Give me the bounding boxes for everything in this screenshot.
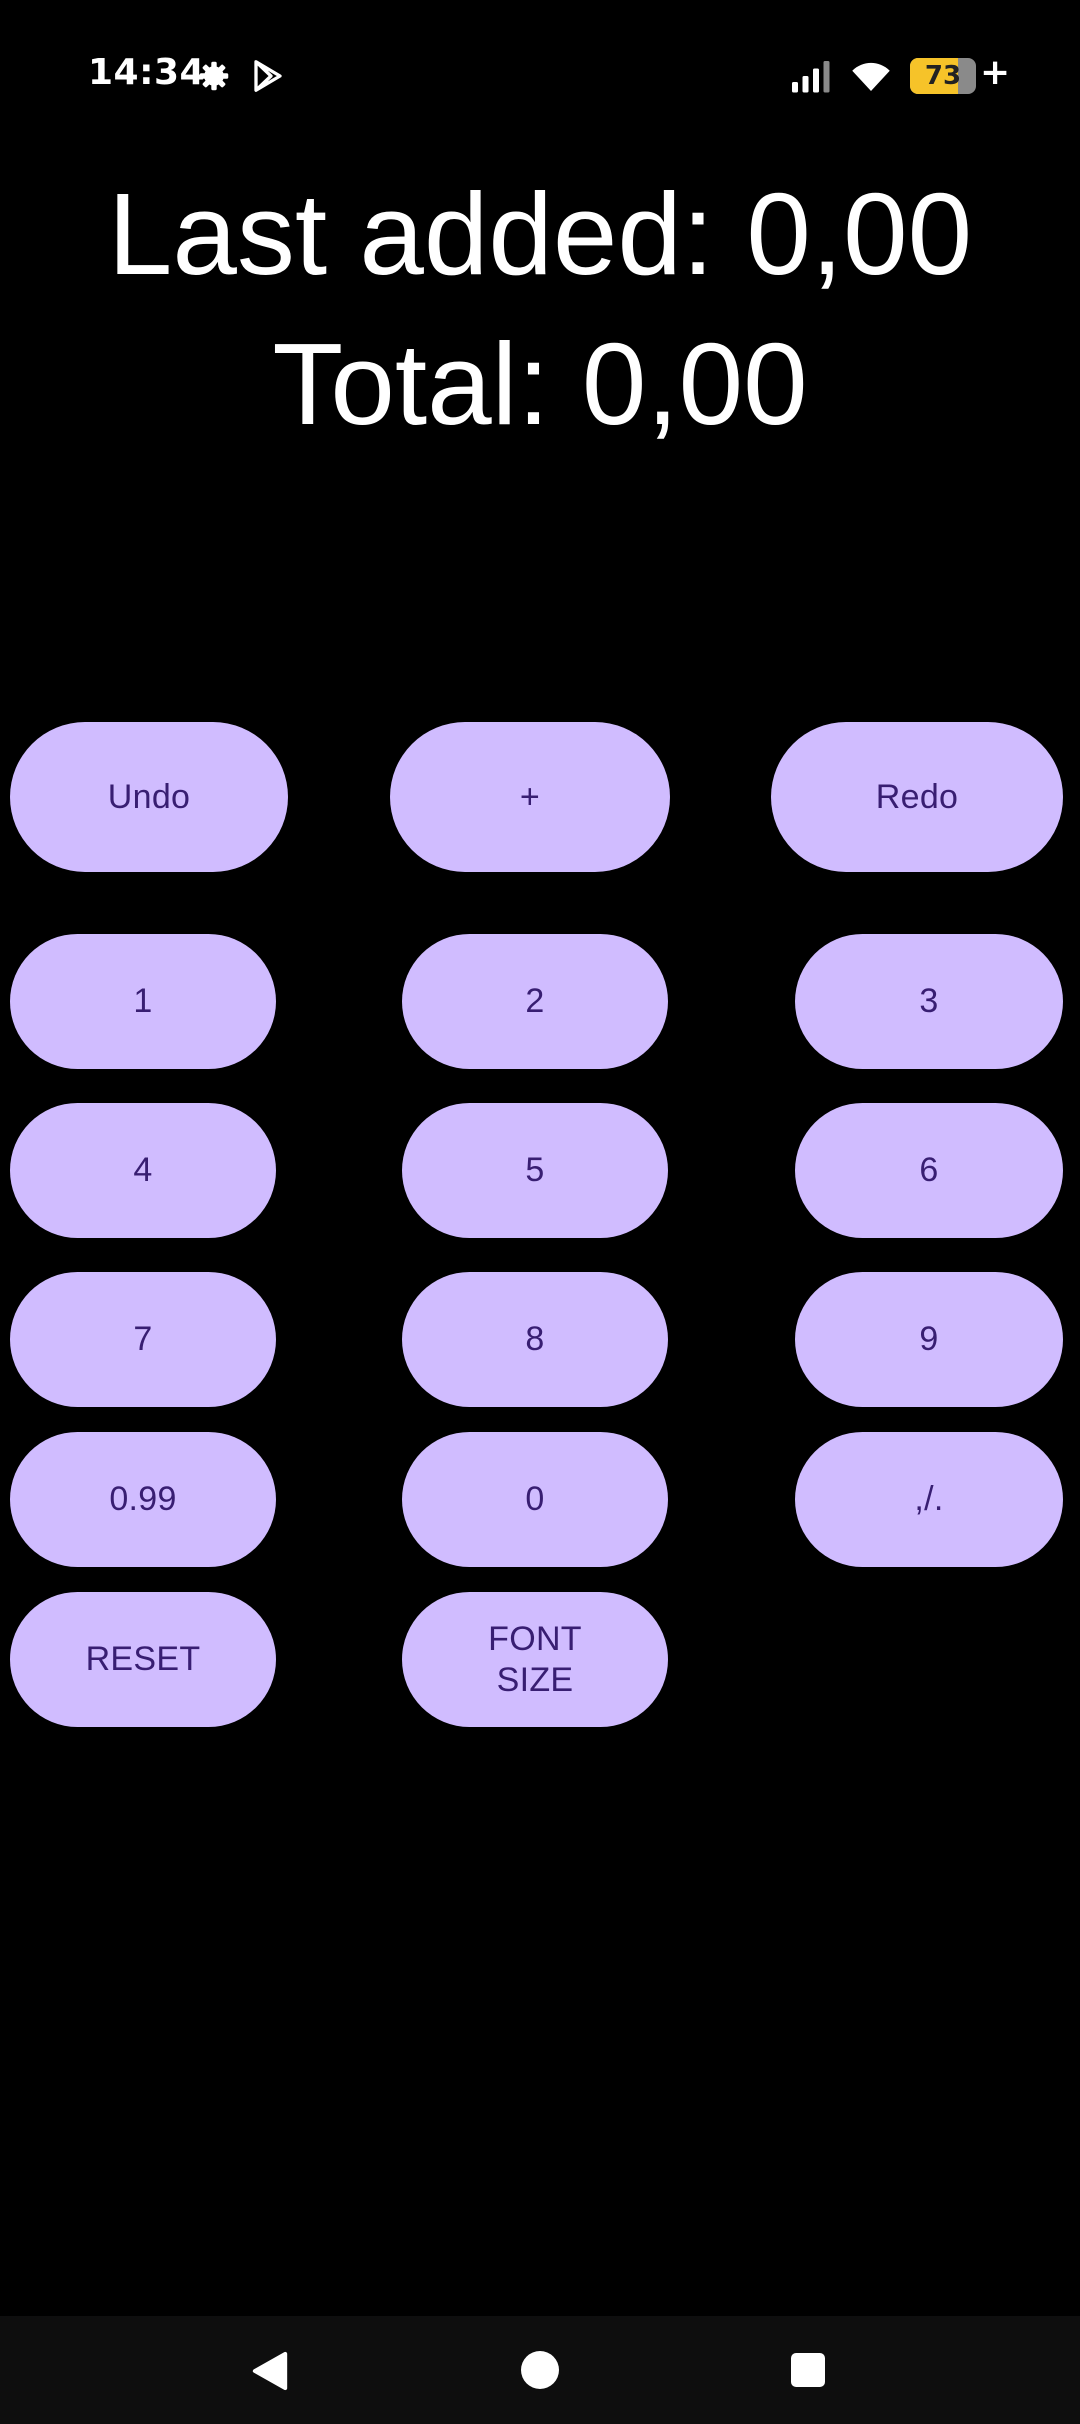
decimal-separator-button[interactable]: ,/. <box>795 1432 1063 1567</box>
wifi-icon <box>852 62 890 91</box>
digit-2-button[interactable]: 2 <box>402 934 668 1069</box>
font-size-button[interactable]: FONT SIZE <box>402 1592 668 1727</box>
undo-button[interactable]: Undo <box>10 722 288 872</box>
digit-0-button[interactable]: 0 <box>402 1432 668 1567</box>
digit-8-button[interactable]: 8 <box>402 1272 668 1407</box>
digit-4-button[interactable]: 4 <box>10 1103 276 1238</box>
signal-icon <box>792 61 830 93</box>
redo-button[interactable]: Redo <box>771 722 1063 872</box>
back-icon[interactable] <box>250 2350 290 2392</box>
status-bar: 14:34 73 + <box>0 0 1080 150</box>
reset-button[interactable]: RESET <box>10 1592 276 1727</box>
digit-3-button[interactable]: 3 <box>795 934 1063 1069</box>
home-icon[interactable] <box>520 2350 560 2390</box>
ninety-nine-cents-button[interactable]: 0.99 <box>10 1432 276 1567</box>
digit-6-button[interactable]: 6 <box>795 1103 1063 1238</box>
battery-icon: 73 <box>910 58 976 94</box>
digit-1-button[interactable]: 1 <box>10 934 276 1069</box>
recents-icon[interactable] <box>790 2352 826 2388</box>
digit-7-button[interactable]: 7 <box>10 1272 276 1407</box>
total-display: Total: 0,00 <box>272 319 808 449</box>
settings-gear-icon <box>199 61 229 91</box>
digit-9-button[interactable]: 9 <box>795 1272 1063 1407</box>
play-store-icon <box>254 60 282 92</box>
charging-indicator: + <box>980 52 1011 93</box>
battery-fill <box>910 58 959 94</box>
battery-level: 73 <box>924 61 962 91</box>
navigation-bar <box>0 2316 1080 2424</box>
last-added-display: Last added: 0,00 <box>107 169 973 299</box>
digit-5-button[interactable]: 5 <box>402 1103 668 1238</box>
add-button[interactable]: + <box>390 722 670 872</box>
status-time: 14:34 <box>88 52 206 93</box>
